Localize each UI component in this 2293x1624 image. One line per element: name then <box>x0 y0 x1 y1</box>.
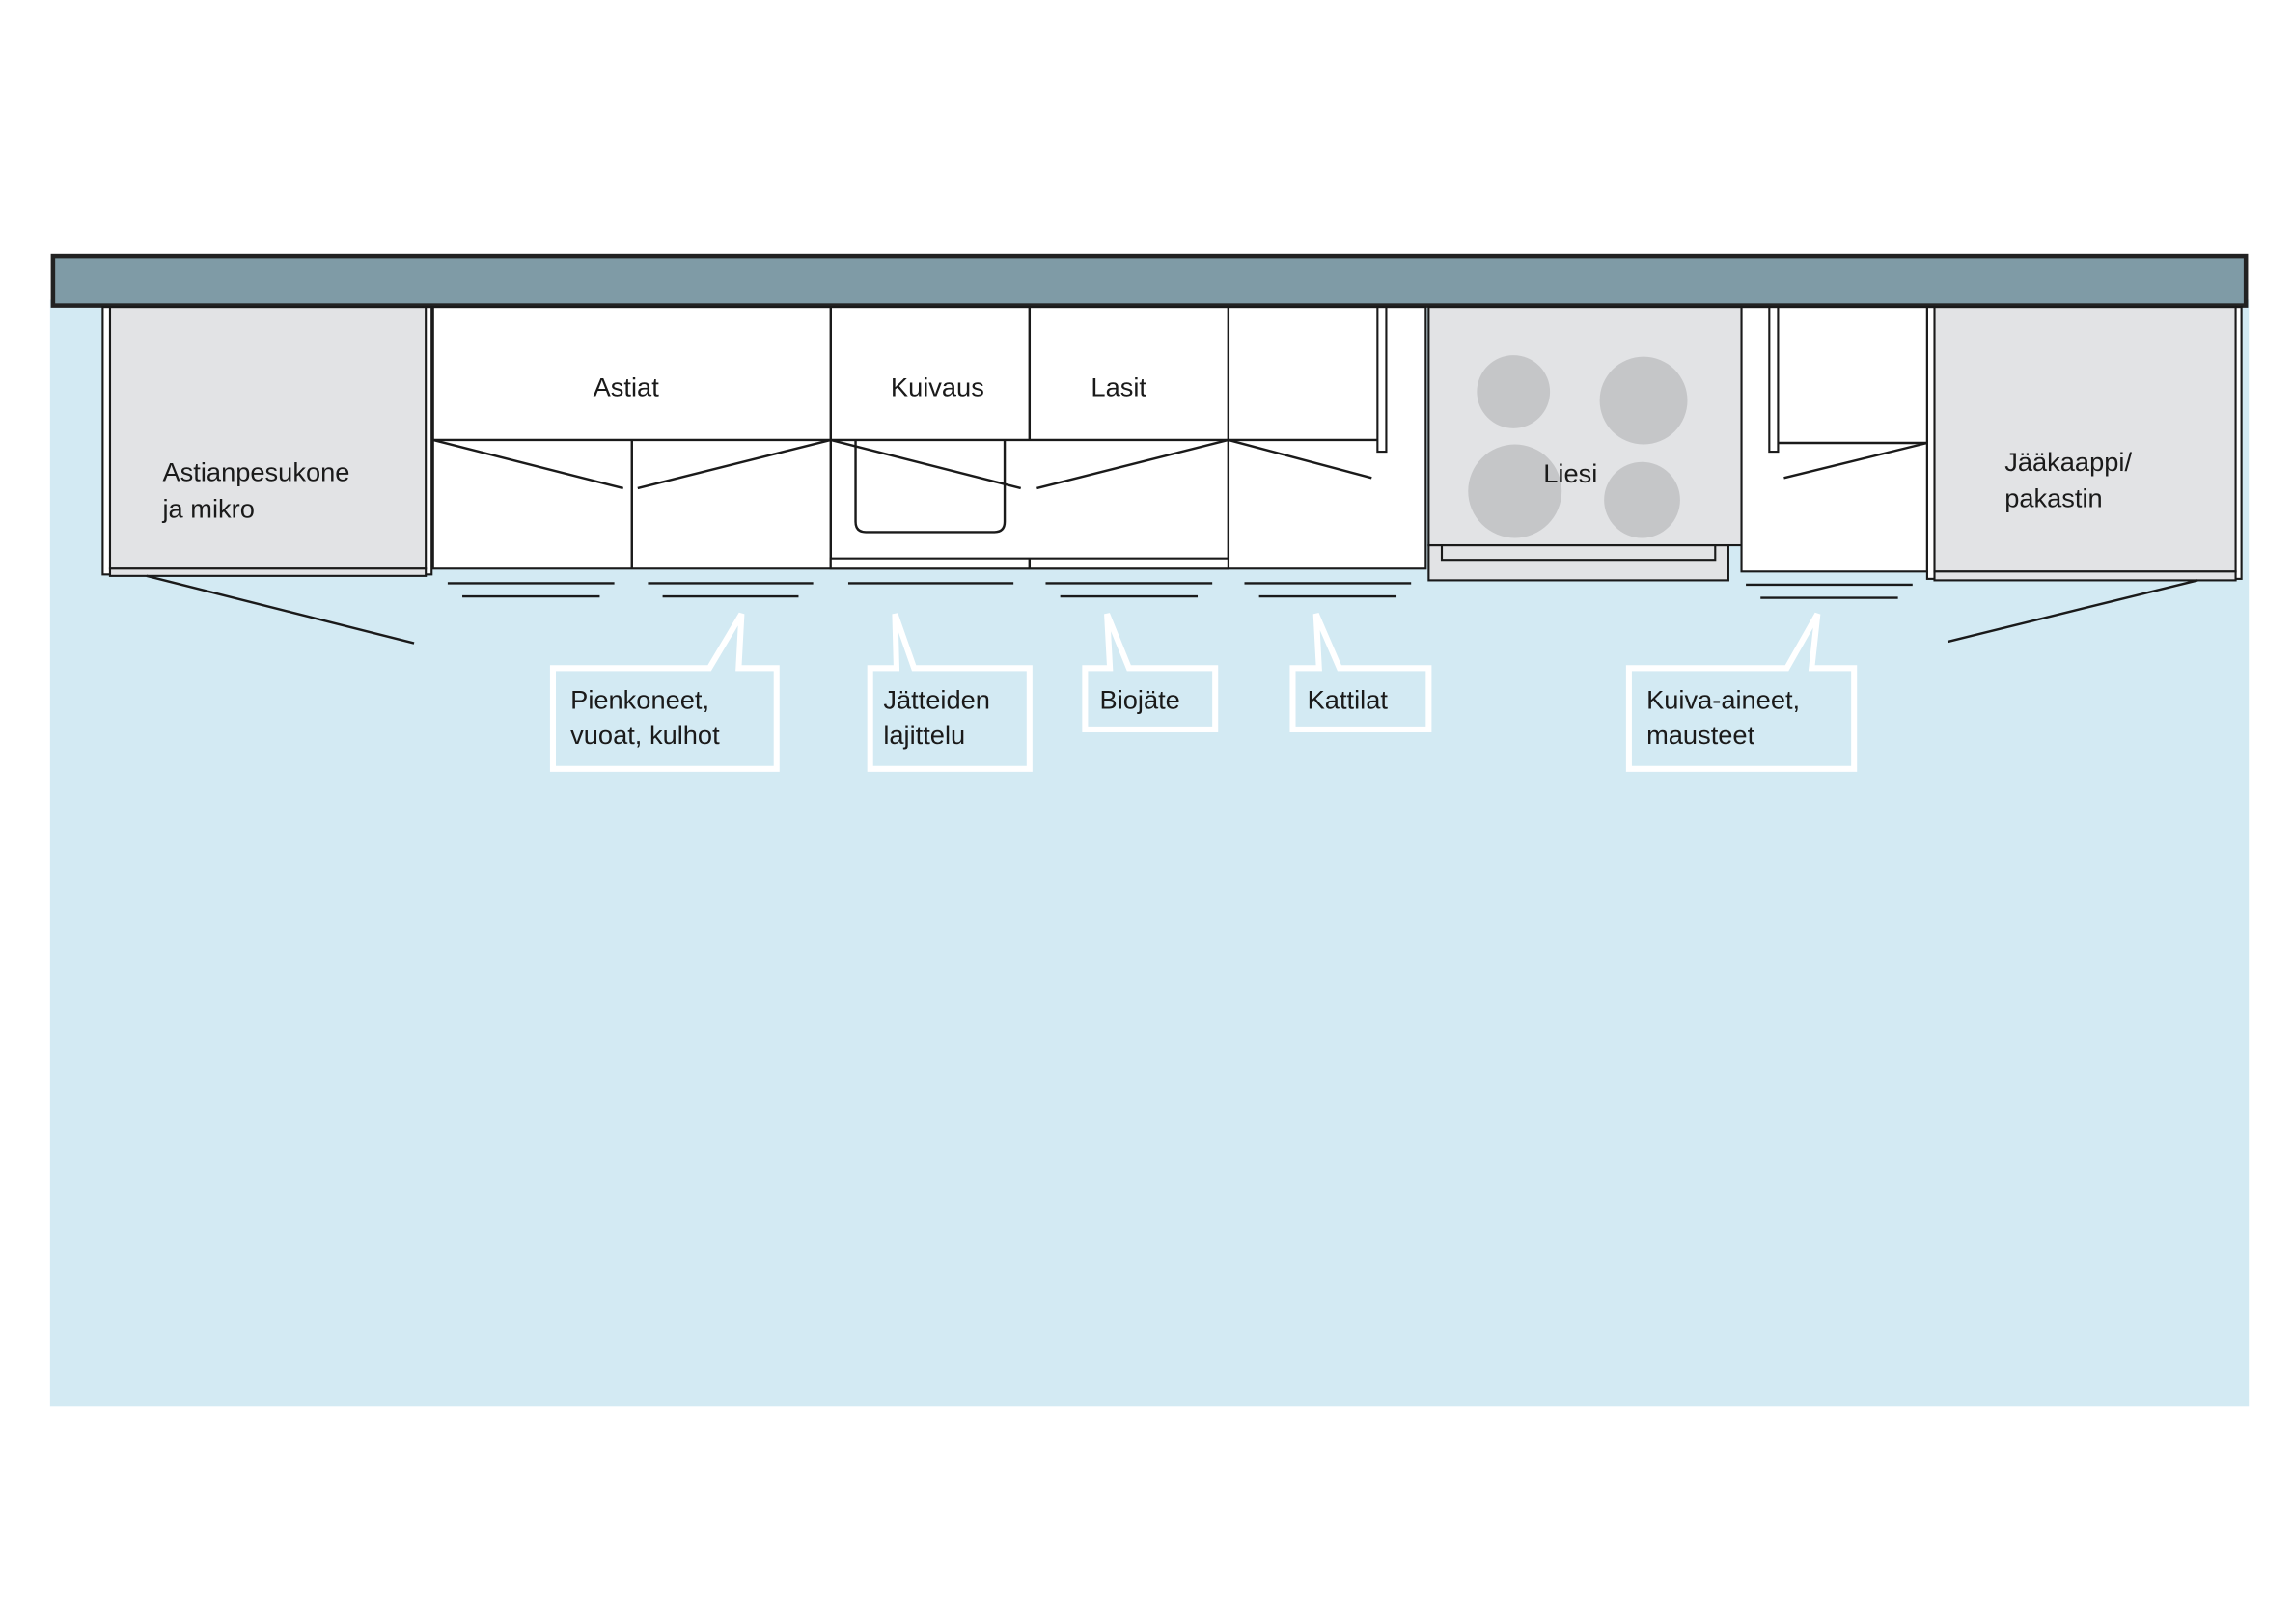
callout-small-appliances: Pienkoneet, vuoat, kulhot <box>549 612 780 772</box>
burner-icon <box>1604 461 1680 538</box>
callout-waste-sorting: Jätteiden lajittelu <box>867 613 1033 772</box>
callout-text: Kattilat <box>1308 685 1389 715</box>
cabinet-label-glasses: Lasit <box>1091 372 1146 402</box>
callout-dry-goods: Kuiva-aineet, mausteet <box>1625 612 1858 772</box>
stove-label: Liesi <box>1543 458 1597 488</box>
callout-text: Biojäte <box>1100 685 1180 715</box>
callout-text: Jätteiden <box>883 685 990 715</box>
dishwasher-label-2: ja mikro <box>162 493 255 523</box>
dishwasher-unit: Astianpesukone ja mikro <box>101 306 433 577</box>
callout-text: vuoat, kulhot <box>570 720 720 750</box>
callout-text: Kuiva-aineet, <box>1646 685 1800 715</box>
dishwasher-label-1: Astianpesukone <box>163 456 350 486</box>
countertop <box>50 253 2249 308</box>
callout-text: mausteet <box>1646 720 1755 750</box>
fridge-unit: Jääkaappi/ pakastin <box>1925 306 2243 582</box>
fridge-label-1: Jääkaappi/ <box>2004 447 2132 477</box>
fridge-label-2: pakastin <box>2004 483 2103 513</box>
cabinet-label-dishes: Astiat <box>594 372 660 402</box>
callout-text: Pienkoneet, <box>570 685 709 715</box>
dry-goods-cabinet <box>1740 306 1928 573</box>
burner-icon <box>1599 356 1688 445</box>
stove: Liesi <box>1427 306 1743 582</box>
burner-icon <box>1468 444 1562 538</box>
callout-biowaste: Biojäte <box>1082 613 1219 732</box>
callout-pots: Kattilat <box>1289 613 1432 732</box>
sink <box>854 439 1007 534</box>
cabinet-row: Astiat Kuivaus Lasit <box>431 306 1427 570</box>
cabinet-label-drying: Kuivaus <box>891 372 984 402</box>
callout-text: lajittelu <box>883 720 965 750</box>
burner-icon <box>1477 355 1551 428</box>
door-swing-lines <box>146 574 2198 645</box>
